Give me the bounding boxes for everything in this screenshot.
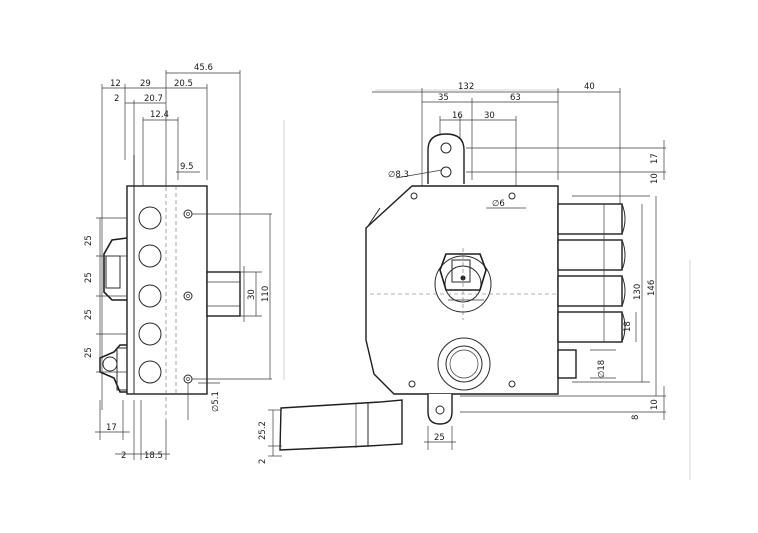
dim-12: 12	[110, 79, 121, 89]
dim-2-key: 2	[258, 459, 268, 464]
dim-132: 132	[458, 82, 474, 92]
dim-2-bottom: 2	[121, 451, 126, 461]
dim-25-2: 25.2	[258, 421, 268, 440]
dim-63: 63	[510, 93, 521, 103]
dim-8: 8	[631, 415, 641, 420]
dim-30: 30	[247, 289, 257, 300]
dim-12-4: 12.4	[150, 110, 169, 120]
dim-25-bottom: 25	[434, 433, 445, 443]
dim-45-6: 45.6	[194, 63, 213, 73]
dim-20-7: 20.7	[144, 94, 163, 104]
dim-40: 40	[584, 82, 595, 92]
dim-9-5: 9.5	[180, 162, 194, 172]
strike-plate-view	[268, 399, 403, 457]
dimension-labels: 45.6 12 29 20.5 2 20.7 12.4 9.5 25 25 25…	[84, 63, 660, 464]
dim-6: ∅6	[492, 199, 505, 209]
dim-18-5: 18.5	[144, 451, 163, 461]
scan-artifacts	[283, 89, 691, 480]
dim-25-b: 25	[84, 272, 94, 283]
dim-130: 130	[633, 284, 643, 300]
dim-8-3: ∅8.3	[388, 170, 409, 180]
lock-front-view	[365, 88, 666, 450]
dim-20-5: 20.5	[174, 79, 193, 89]
dim-18-bolt: 18	[623, 321, 633, 332]
dim-2-top: 2	[114, 94, 119, 104]
dim-35: 35	[438, 93, 449, 103]
dim-17-left: 17	[106, 423, 117, 433]
dim-25-c: 25	[84, 309, 94, 320]
lock-side-view	[95, 70, 272, 460]
dim-17-right: 17	[650, 153, 660, 164]
dim-5-1: ∅5.1	[211, 391, 221, 412]
dim-10-bottom: 10	[650, 399, 660, 410]
dim-16: 16	[452, 111, 463, 121]
dim-29: 29	[140, 79, 151, 89]
dim-30-top: 30	[484, 111, 495, 121]
dim-146: 146	[647, 280, 657, 296]
dim-25-a: 25	[84, 235, 94, 246]
dim-25-d: 25	[84, 347, 94, 358]
dim-18-cyl: ∅18	[597, 360, 607, 378]
dim-110: 110	[261, 286, 271, 302]
dim-10-top: 10	[650, 173, 660, 184]
